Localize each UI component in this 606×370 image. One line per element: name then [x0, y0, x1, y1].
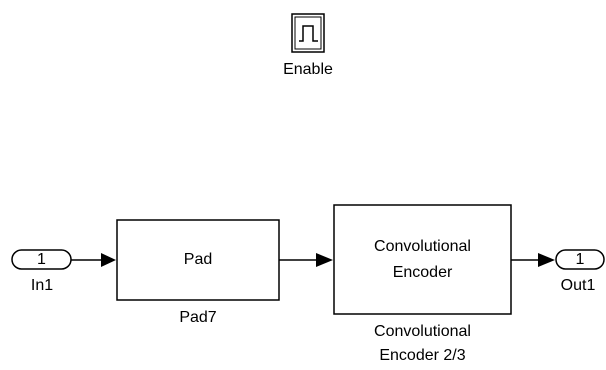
outport-block[interactable] [555, 249, 605, 270]
arrowhead-icon [316, 253, 333, 267]
arrowhead-icon [538, 253, 555, 267]
arrowhead-icon [101, 253, 116, 267]
signal-line-pad-encoder[interactable] [279, 253, 333, 267]
inport-name: In1 [30, 277, 54, 294]
inport-number: 1 [37, 251, 46, 268]
encoder-block-name-line2: Encoder 2/3 [379, 347, 466, 364]
enable-label: Enable [283, 61, 333, 78]
enable-pulse-icon [299, 25, 318, 42]
outport-number: 1 [575, 251, 585, 268]
signal-line-encoder-out1[interactable] [511, 253, 555, 267]
signal-line-in1-pad[interactable] [71, 253, 116, 267]
encoder-block-name-line1: Convolutional [374, 323, 471, 340]
pad-block[interactable] [116, 219, 280, 301]
pad-block-name: Pad7 [179, 309, 217, 326]
encoder-block-text-line1: Convolutional [374, 238, 471, 255]
outport-name: Out1 [560, 277, 596, 294]
encoder-block[interactable] [333, 204, 512, 315]
pad-block-text: Pad [183, 251, 213, 268]
encoder-block-text-line2: Encoder [392, 264, 453, 281]
enable-block[interactable] [291, 13, 325, 53]
